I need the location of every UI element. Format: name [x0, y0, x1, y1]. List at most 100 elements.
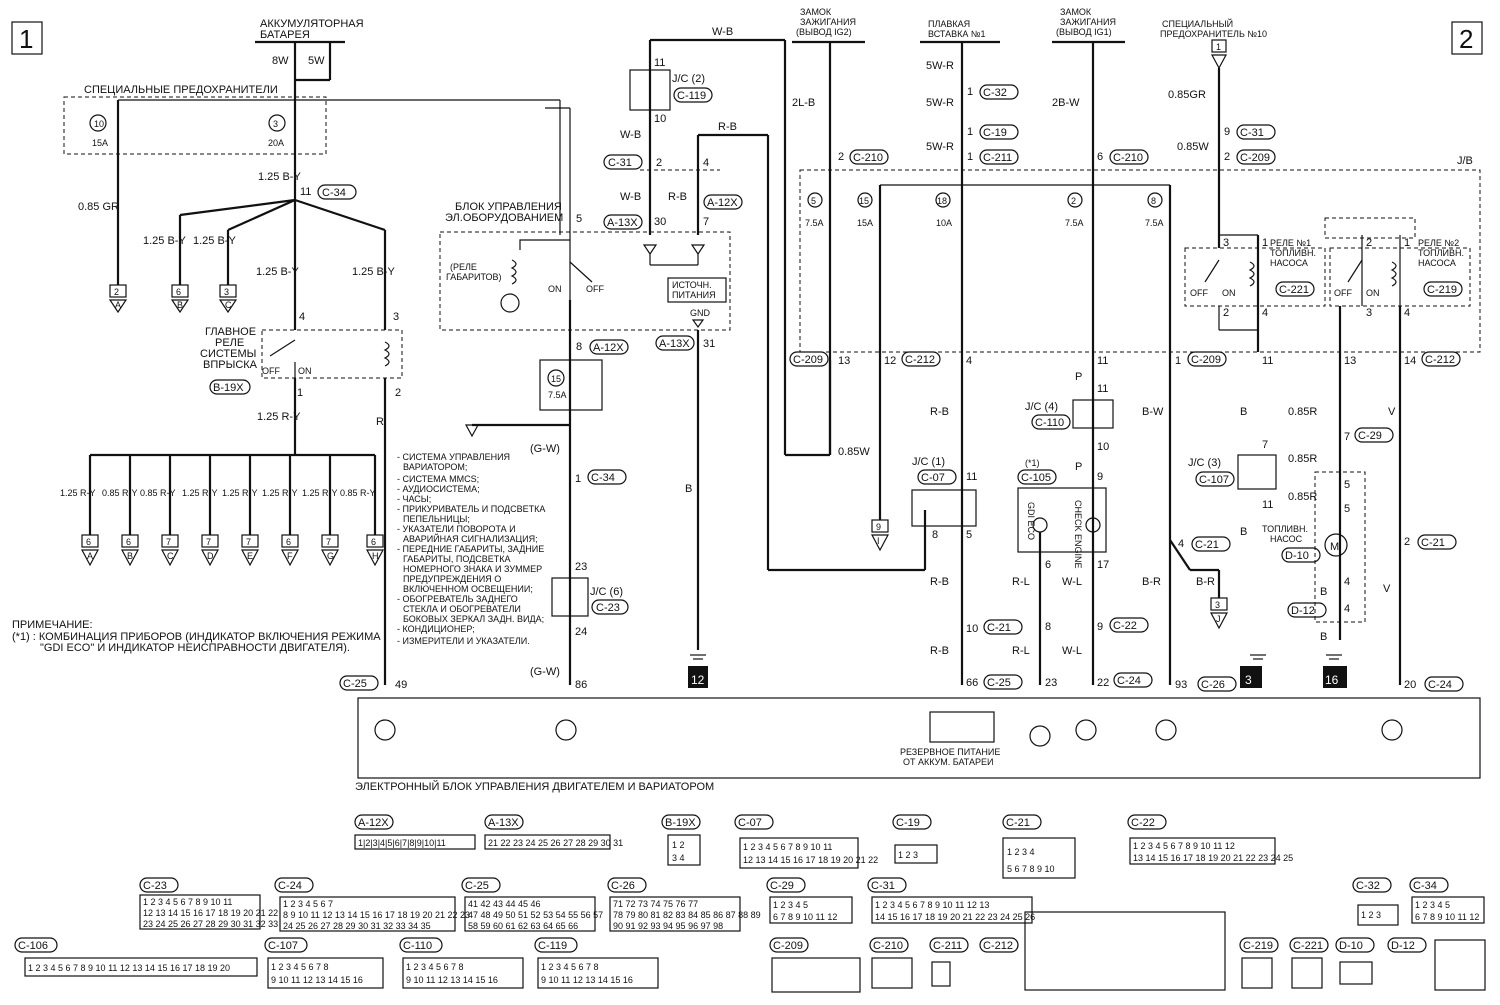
svg-text:1 2 3 4: 1 2 3 4: [1007, 847, 1035, 857]
svg-text:5W-R: 5W-R: [926, 60, 954, 72]
svg-text:C-29: C-29: [1358, 430, 1382, 442]
svg-text:- ЧАСЫ;: - ЧАСЫ;: [397, 494, 431, 504]
fuel-pump-label: ТОПЛИВН.НАСОС: [1262, 524, 1308, 544]
svg-text:47 48 49 50 51 52 53 54 55 56: 47 48 49 50 51 52 53 54 55 56 57: [468, 910, 603, 920]
svg-text:A-12X: A-12X: [593, 342, 624, 354]
svg-text:30: 30: [654, 216, 666, 228]
svg-text:1.25 R-Y: 1.25 R-Y: [302, 488, 338, 498]
svg-text:J: J: [1216, 614, 1221, 624]
svg-text:C-19: C-19: [896, 817, 920, 829]
svg-text:E: E: [247, 551, 253, 561]
svg-text:6: 6: [371, 537, 376, 547]
connector-legend: A-12X 1|2|3|4|5|6|7|8|9|10|11 A-13X 21 2…: [14, 814, 1486, 993]
svg-text:C-24: C-24: [1428, 679, 1452, 691]
svg-text:A-12X: A-12X: [358, 817, 389, 829]
svg-text:6 7 8 9 10 11 12: 6 7 8 9 10 11 12: [1415, 912, 1479, 922]
svg-text:F: F: [287, 551, 293, 561]
svg-text:20A: 20A: [268, 138, 284, 148]
svg-text:2L-B: 2L-B: [792, 97, 815, 109]
svg-text:2: 2: [114, 287, 119, 297]
svg-text:7: 7: [703, 216, 709, 228]
svg-text:7: 7: [166, 537, 171, 547]
svg-text:3: 3: [1223, 237, 1229, 249]
svg-text:12 13 14 15 16 17 18 19 20 21: 12 13 14 15 16 17 18 19 20 21 22: [743, 855, 878, 865]
svg-text:C-107: C-107: [268, 940, 298, 952]
svg-text:11: 11: [1097, 355, 1108, 367]
svg-text:C-23: C-23: [596, 602, 620, 614]
svg-text:2B-W: 2B-W: [1052, 97, 1080, 109]
svg-text:1 2 3 4 5 6 7 8 9 10 11 12: 1 2 3 4 5 6 7 8 9 10 11 12: [1133, 841, 1235, 851]
svg-text:B-R: B-R: [1142, 576, 1161, 588]
svg-text:1.25 R-Y: 1.25 R-Y: [60, 488, 96, 498]
svg-text:90 91 92 93 94 95 96 97 98: 90 91 92 93 94 95 96 97 98: [613, 921, 723, 931]
ground-12: [688, 666, 708, 688]
svg-text:- ИЗМЕРИТЕЛИ И УКАЗАТЕЛИ.: - ИЗМЕРИТЕЛИ И УКАЗАТЕЛИ.: [397, 636, 530, 646]
svg-text:A-13X: A-13X: [607, 217, 638, 229]
svg-text:R-L: R-L: [1012, 645, 1030, 657]
svg-text:9: 9: [876, 522, 881, 532]
special-fuses-block: [63, 96, 327, 155]
svg-text:1: 1: [967, 86, 973, 98]
svg-text:11: 11: [966, 471, 977, 483]
svg-text:1.25 R-Y: 1.25 R-Y: [182, 488, 218, 498]
ecu-label: ЭЛЕКТРОННЫЙ БЛОК УПРАВЛЕНИЯ ДВИГАТЕЛЕМ И…: [355, 780, 714, 793]
svg-text:- СИСТЕМА MMCS;: - СИСТЕМА MMCS;: [397, 474, 479, 484]
svg-text:6: 6: [176, 287, 181, 297]
svg-text:A-12X: A-12X: [707, 197, 738, 209]
svg-text:15: 15: [551, 374, 561, 384]
svg-text:W-L: W-L: [1062, 576, 1082, 588]
svg-text:5: 5: [811, 196, 816, 206]
svg-text:D-10: D-10: [1285, 550, 1309, 562]
jc2-box: [629, 69, 671, 111]
svg-text:OFF: OFF: [586, 284, 604, 294]
svg-text:C-25: C-25: [987, 677, 1011, 689]
svg-text:22: 22: [1097, 677, 1109, 689]
svg-text:- КОНДИЦИОНЕР;: - КОНДИЦИОНЕР;: [397, 624, 475, 634]
svg-text:C-209: C-209: [773, 940, 803, 952]
svg-text:12: 12: [691, 673, 705, 687]
svg-text:OFF: OFF: [262, 366, 280, 376]
svg-text:C-21: C-21: [1421, 537, 1445, 549]
svg-text:31: 31: [703, 338, 715, 350]
svg-text:9 10 11 12 13 14 15 16: 9 10 11 12 13 14 15 16: [271, 975, 363, 985]
svg-text:C-25: C-25: [465, 880, 489, 892]
motor-icon: [1324, 533, 1348, 557]
svg-text:1.25 B-Y: 1.25 B-Y: [352, 266, 395, 278]
svg-text:86: 86: [575, 679, 587, 691]
svg-text:0.85 R-Y: 0.85 R-Y: [102, 488, 138, 498]
connector-end-b: 6 B: [170, 284, 190, 314]
svg-text:0.85R: 0.85R: [1288, 491, 1317, 503]
svg-text:C-110: C-110: [1035, 417, 1064, 429]
svg-text:W-B: W-B: [620, 129, 641, 141]
svg-text:D-12: D-12: [1291, 605, 1315, 617]
svg-text:ON: ON: [548, 284, 562, 294]
svg-text:W-L: W-L: [1062, 645, 1082, 657]
svg-text:10A: 10A: [936, 218, 952, 228]
svg-text:C-219: C-219: [1243, 940, 1273, 952]
svg-text:8: 8: [1045, 621, 1051, 633]
svg-text:0.85 GR: 0.85 GR: [78, 201, 119, 213]
svg-text:C-25: C-25: [343, 678, 367, 690]
svg-text:C-22: C-22: [1131, 817, 1155, 829]
svg-text:49: 49: [395, 679, 407, 691]
svg-text:R-B: R-B: [668, 191, 687, 203]
fuel-pump-relay-1: [1184, 247, 1326, 307]
svg-text:1 2 3: 1 2 3: [1361, 910, 1381, 920]
svg-text:C-31: C-31: [1240, 127, 1264, 139]
svg-text:B-19X: B-19X: [213, 382, 244, 394]
svg-text:8: 8: [576, 341, 582, 353]
svg-text:(G-W): (G-W): [530, 443, 560, 455]
svg-text:14: 14: [1404, 355, 1416, 367]
svg-text:A: A: [115, 300, 121, 310]
svg-text:C-26: C-26: [1201, 679, 1225, 691]
svg-text:C-119: C-119: [538, 940, 567, 952]
svg-text:1: 1: [1404, 237, 1410, 249]
svg-text:0.85W: 0.85W: [838, 446, 870, 458]
svg-text:5: 5: [1344, 503, 1350, 515]
